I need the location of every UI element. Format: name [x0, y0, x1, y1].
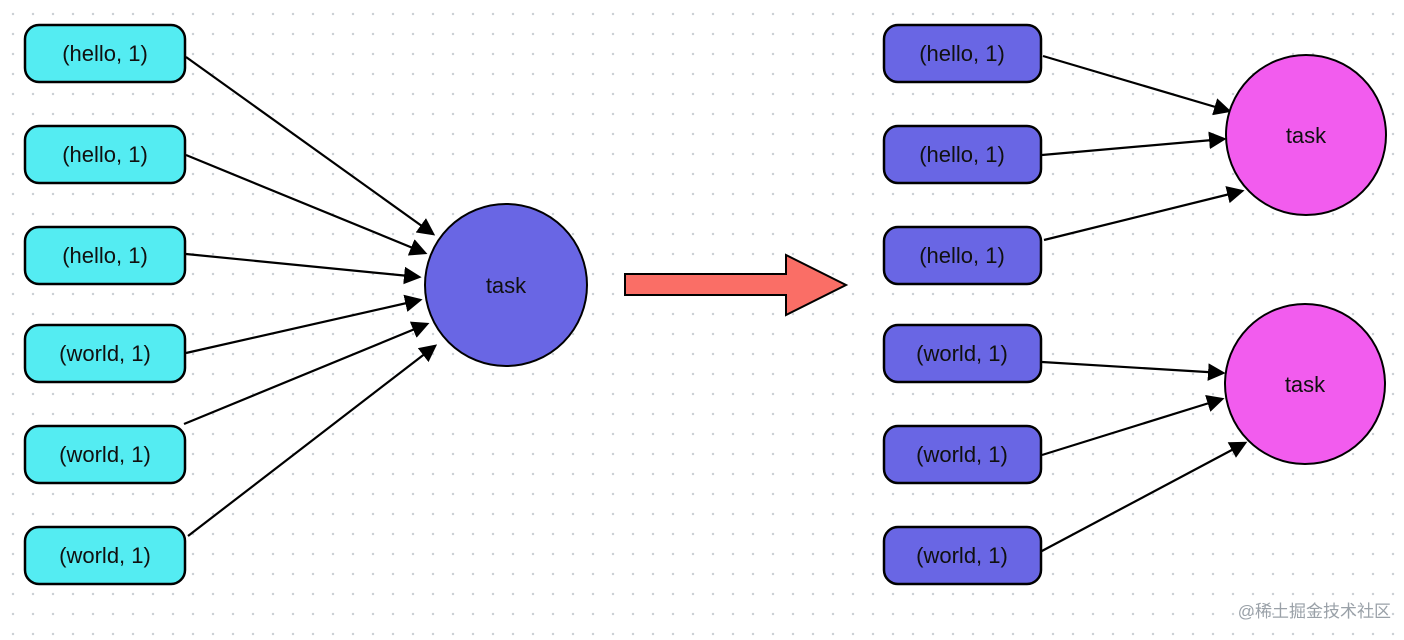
right-task-node-world: task [1224, 303, 1386, 465]
source-box [23, 225, 187, 286]
connector-arrow [185, 56, 436, 236]
task-label: task [1286, 123, 1327, 148]
task-circle [1225, 54, 1387, 216]
watermark: @稀土掘金技术社区 [1238, 602, 1391, 621]
source-box [23, 124, 187, 185]
connector-arrow [1043, 186, 1245, 242]
keyed-box [882, 225, 1043, 286]
source-box-label: (hello, 1) [62, 41, 148, 66]
source-box [23, 323, 187, 384]
keyed-box-label: (hello, 1) [919, 243, 1005, 268]
connector-arrow [1041, 131, 1227, 157]
connector-arrow [187, 344, 438, 537]
keyed-box-label: (world, 1) [916, 442, 1008, 467]
source-box [23, 525, 187, 586]
source-boxes: (hello, 1) (hello, 1) (hello, 1) (world,… [23, 23, 187, 586]
right-task-node-hello: task [1225, 54, 1387, 216]
right-connections [1039, 54, 1248, 553]
source-box [23, 23, 187, 84]
left-task-node: task [424, 203, 588, 367]
keyed-box [882, 525, 1043, 586]
connector-arrow [1042, 54, 1232, 116]
connector-arrow [1041, 360, 1226, 381]
left-connections [183, 56, 438, 537]
task-label: task [486, 273, 527, 298]
connector-arrow [185, 153, 428, 256]
keyed-box-label: (hello, 1) [919, 41, 1005, 66]
keyed-boxes: (hello, 1) (hello, 1) (hello, 1) (world,… [882, 23, 1043, 586]
connector-arrow [185, 252, 422, 285]
source-box-label: (world, 1) [59, 442, 151, 467]
source-box [23, 424, 187, 485]
source-box-label: (world, 1) [59, 341, 151, 366]
keyed-box [882, 124, 1043, 185]
keyed-box [882, 323, 1043, 384]
connector-arrow [185, 294, 423, 355]
task-circle [424, 203, 588, 367]
source-box-label: (hello, 1) [62, 142, 148, 167]
keyed-box-label: (hello, 1) [919, 142, 1005, 167]
task-label: task [1285, 372, 1326, 397]
connector-arrow [1041, 395, 1225, 457]
connector-arrow [183, 321, 430, 426]
source-box-label: (hello, 1) [62, 243, 148, 268]
keyed-box [882, 424, 1043, 485]
connector-arrow [1039, 441, 1248, 553]
source-box-label: (world, 1) [59, 543, 151, 568]
keyed-box [882, 23, 1043, 84]
keyed-box-label: (world, 1) [916, 341, 1008, 366]
keyed-box-label: (world, 1) [916, 543, 1008, 568]
task-circle [1224, 303, 1386, 465]
transform-arrow [624, 253, 849, 317]
